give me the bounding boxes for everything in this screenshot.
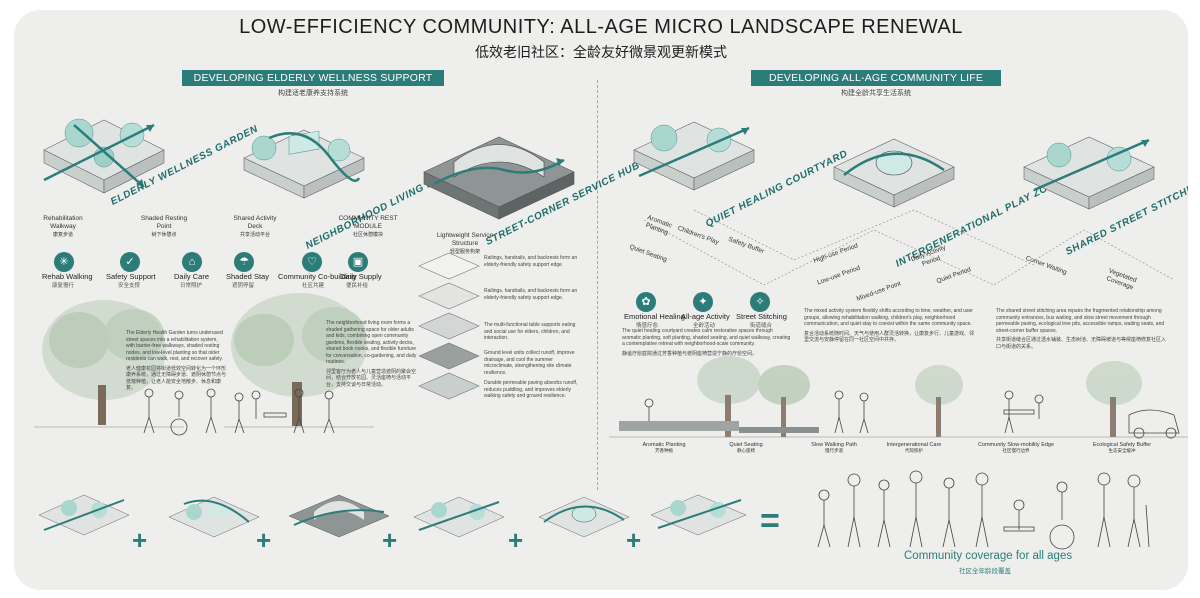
icon-rehab-walking: ✳ Rehab Walking 康复慢行: [42, 252, 93, 289]
activity-network-lines: [643, 209, 1175, 286]
icon-safety-support: ✓ Safety Support 安全支撑: [106, 252, 156, 289]
layer-note-2: Railings, handrails, and backrests form …: [484, 288, 578, 301]
callout-activity-deck: Shared Activity Deck 共享活动平台: [233, 215, 277, 238]
icon-daily-supply: ▣ Daily Supply 便民补给: [340, 252, 382, 289]
exploded-layers: [418, 252, 480, 400]
poster-title-cn: 低效老旧社区：全龄友好微景观更新模式: [475, 45, 727, 61]
icon-all-age-activity: ✦ All-age Activity 全龄活动: [681, 292, 730, 329]
coverage-label: Community coverage for all ages: [904, 550, 1073, 562]
operator-plus-2: +: [256, 525, 272, 555]
coverage-label-cn: 社区全年龄段覆盖: [959, 567, 1011, 575]
living-room-block: [243, 129, 365, 199]
paragraph-street-stitching: The shared street stitching area repairs…: [996, 308, 1167, 350]
elderly-garden-block: [43, 118, 165, 194]
layer-note-1: Railings, handrails, and backrests form …: [484, 255, 578, 268]
equation-block-1: [38, 494, 130, 536]
right-section-header: DEVELOPING ALL-AGE COMMUNITY LIFE SYSTEM…: [751, 70, 1001, 100]
operator-plus-5: +: [626, 525, 642, 555]
operator-plus-3: +: [382, 525, 398, 555]
poster-board: LOW-EFFICIENCY COMMUNITY: ALL-AGE MICRO …: [14, 10, 1188, 590]
poster-title: LOW-EFFICIENCY COMMUNITY: ALL-AGE MICRO …: [239, 16, 963, 38]
right-scene: [609, 356, 1188, 439]
icon-shaded-stay: ☂ Shaded Stay 遮阴停留: [226, 252, 269, 289]
all-ages-crowd: [817, 470, 1150, 550]
left-people-2: [251, 388, 335, 434]
play-zone-block: [833, 138, 955, 208]
callout-rest-module: COMMUNITY REST MODULE 社区休憩模块: [338, 215, 398, 238]
left-people-1: [143, 388, 245, 436]
paragraph-mixed-activity: The mixed activity system flexibly shift…: [804, 308, 975, 343]
equation-block-5: [538, 496, 630, 538]
callout-shaded-resting: Shaded Resting Point 树下休憩点: [140, 215, 188, 238]
left-tree-scene-2: [224, 293, 374, 428]
paragraph-healing-courtyard: The quiet healing courtyard creates calm…: [622, 328, 791, 357]
icon-street-stitching: ✧ Street Stitching 街道缝合: [736, 292, 787, 329]
left-section-subheader: 构建适老康养支持系统: [278, 89, 348, 97]
paragraph-living-room: The neighborhood living room forms a sha…: [326, 320, 417, 388]
left-icon-row: ✳ Rehab Walking 康复慢行 ✓ Safety Support 安全…: [34, 252, 374, 292]
icon-daily-care: ⌂ Daily Care 日常照护: [174, 252, 209, 289]
service-hub-block: [423, 136, 575, 220]
operator-plus-4: +: [508, 525, 524, 555]
right-section-subheader: 构建全龄共享生活系统: [841, 89, 911, 97]
street-stitching-block: [1023, 136, 1155, 210]
callout-service-structure: Lightweight Service Structure 轻型服务构架: [436, 232, 494, 255]
layer-note-5: Durable permeable paving absorbs runoff,…: [484, 380, 578, 399]
equation-block-4: [413, 496, 505, 538]
operator-plus-1: +: [132, 525, 148, 555]
section-divider: [597, 80, 598, 490]
healing-courtyard-block: [633, 121, 755, 191]
paragraph-elderly-garden: The Elderly Health Garden turns underuse…: [126, 330, 227, 391]
layer-note-3: The multi-functional table supports eati…: [484, 322, 576, 341]
left-section-header: DEVELOPING ELDERLY WELLNESS SUPPORT SYST…: [182, 70, 444, 100]
equation-block-2: [168, 496, 260, 538]
left-tree-scene-1: [34, 300, 184, 428]
layer-note-4: Ground level units collect runoff, impro…: [484, 350, 575, 376]
equation-block-6: [650, 494, 747, 536]
callout-rehab-walkway: Rehabilitation Walkway 康复步道: [43, 215, 83, 238]
equation-block-3: [288, 494, 390, 538]
icon-community-cobuilding: ♡ Community Co-building 社区共建: [278, 252, 356, 289]
operator-equals: =: [760, 502, 780, 540]
icon-emotional-healing: ✿ Emotional Healing 情感疗愈: [624, 292, 685, 329]
